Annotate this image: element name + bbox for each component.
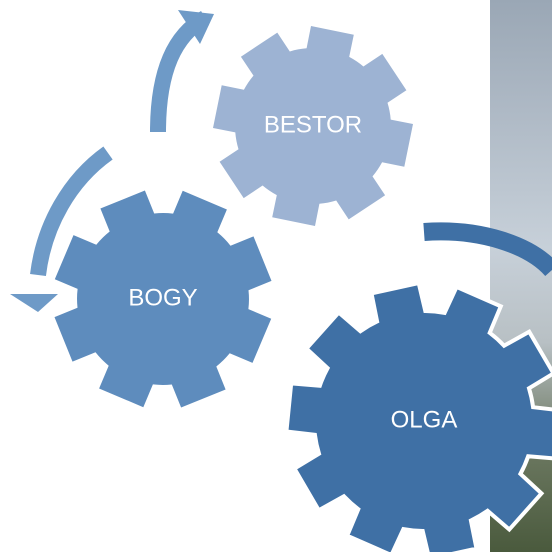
gear-bogy: BOGY bbox=[54, 190, 272, 408]
gear-bogy-body bbox=[54, 190, 272, 408]
gear-bestor: BESTOR bbox=[213, 26, 413, 226]
gear-olga-label: OLGA bbox=[391, 406, 458, 433]
gear-olga-body bbox=[284, 280, 552, 552]
cycle-arrow-left bbox=[30, 146, 113, 277]
cycle-arrowhead-left bbox=[10, 294, 58, 312]
gear-bogy-label: BOGY bbox=[128, 284, 197, 311]
gear-bestor-label: BESTOR bbox=[264, 111, 362, 138]
cycle-arrow-right bbox=[423, 222, 552, 277]
gear-bestor-body bbox=[213, 26, 413, 226]
gear-olga: OLGA bbox=[284, 280, 552, 552]
cycle-arrowhead-top bbox=[178, 10, 214, 44]
